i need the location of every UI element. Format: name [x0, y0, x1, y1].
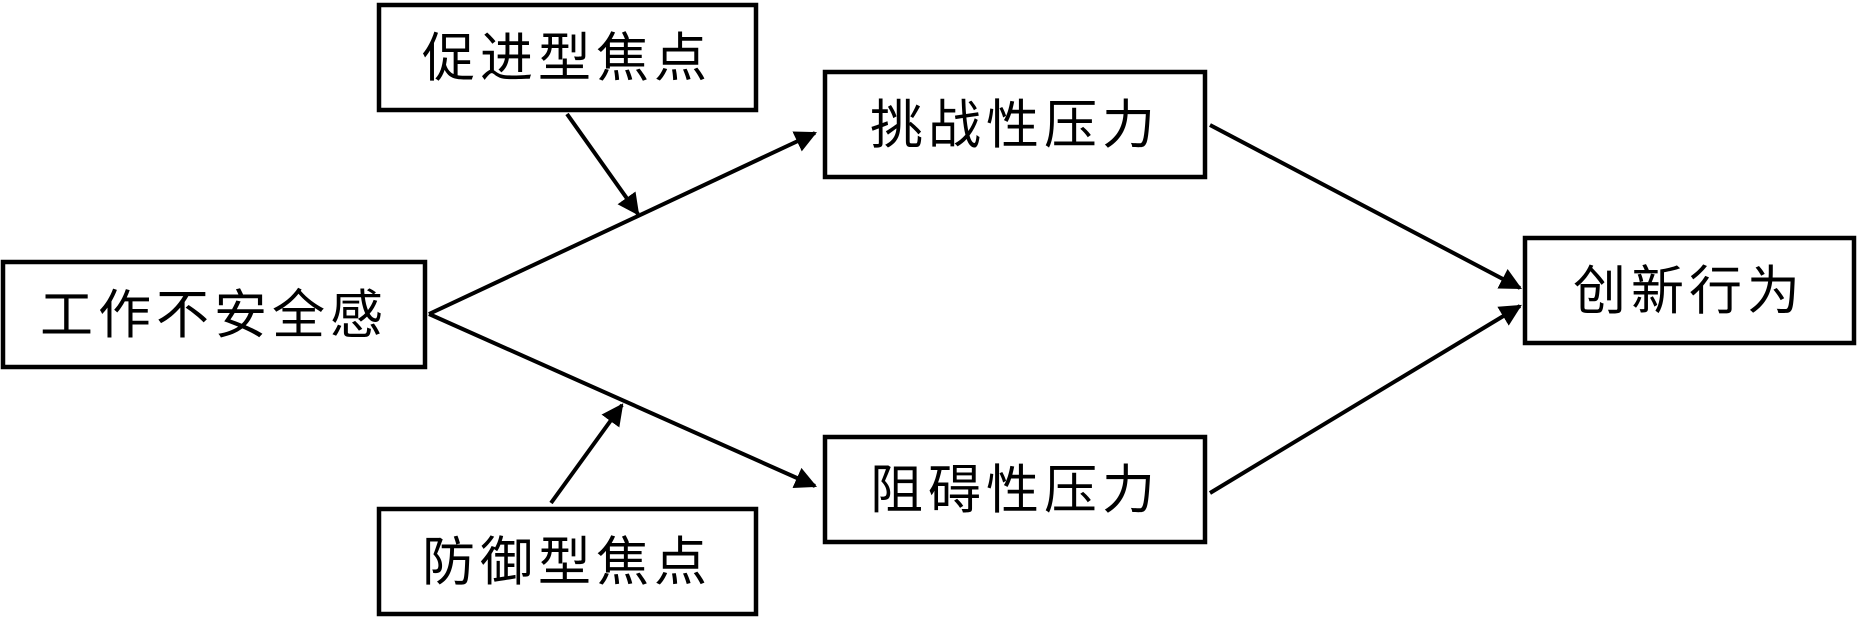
- node-innovative-behavior-label: 创新行为: [1573, 261, 1805, 322]
- node-prevention-focus: 防御型焦点: [376, 506, 759, 617]
- arrow-hindrance-to-innovation: [1208, 304, 1522, 495]
- node-challenge-stress-label: 挑战性压力: [870, 95, 1160, 156]
- node-innovative-behavior: 创新行为: [1522, 235, 1857, 346]
- arrow-promotion-moderation: [565, 112, 640, 216]
- node-promotion-focus-label: 促进型焦点: [422, 28, 712, 89]
- node-promotion-focus: 促进型焦点: [376, 2, 759, 113]
- node-hindrance-stress-label: 阻碍性压力: [870, 460, 1160, 521]
- node-hindrance-stress: 阻碍性压力: [822, 434, 1208, 545]
- node-job-insecurity: 工作不安全感: [0, 259, 428, 370]
- node-challenge-stress: 挑战性压力: [822, 69, 1208, 180]
- arrow-insecurity-to-hindrance: [428, 312, 818, 488]
- node-job-insecurity-label: 工作不安全感: [40, 285, 388, 346]
- node-prevention-focus-label: 防御型焦点: [422, 532, 712, 593]
- arrow-insecurity-to-challenge: [428, 131, 817, 316]
- arrow-prevention-moderation: [549, 403, 624, 505]
- arrow-challenge-to-innovation: [1209, 123, 1522, 290]
